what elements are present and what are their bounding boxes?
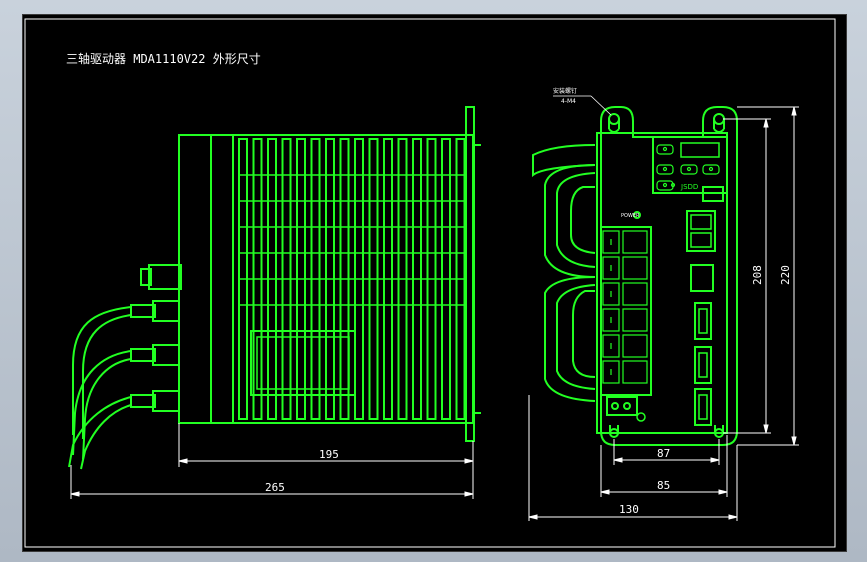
panel-button: [656, 180, 674, 191]
dim-front-85: 85: [657, 479, 670, 492]
dim-front-130: 130: [619, 503, 639, 516]
panel-button: [656, 164, 674, 175]
terminal-cell-right: [622, 256, 648, 280]
dim-side-265: 265: [265, 481, 285, 494]
panel-button-dot: [670, 182, 676, 188]
dim-front-220: 220: [779, 265, 792, 285]
side-view-dimensions: [70, 423, 474, 499]
drawing-title: 三轴驱动器 MDA1110V22 外形尺寸: [66, 51, 261, 66]
terminal-cell-left: [602, 360, 620, 384]
side-view-connector-top: [148, 264, 182, 290]
side-view: [140, 106, 481, 442]
terminal-cell-left: [602, 282, 620, 306]
front-view-plate: [600, 106, 738, 446]
terminal-cell-left: [602, 256, 620, 280]
panel-buttons: [656, 144, 720, 191]
dim-front-208: 208: [751, 265, 764, 285]
side-view-fins: [238, 138, 467, 420]
terminal-cell-right: [622, 334, 648, 358]
panel-button-dot: [662, 146, 668, 152]
terminal-cells: [602, 230, 648, 384]
cable-profile-1: [532, 144, 596, 178]
front-view-dimensions: [528, 106, 799, 521]
terminal-cell-left: [602, 230, 620, 254]
display-screen: [680, 142, 720, 158]
power-led: [633, 211, 641, 219]
mount-note-line2: 4-M4: [561, 98, 576, 105]
terminal-cell-right: [622, 230, 648, 254]
mount-note-line1: 安装螺钉: [553, 87, 577, 95]
panel-button: [702, 164, 720, 175]
panel-button-dot: [662, 182, 668, 188]
motor-connector-2: [694, 346, 712, 384]
panel-button-dot: [662, 166, 668, 172]
terminal-cell-left: [602, 308, 620, 332]
terminal-block: [600, 226, 652, 396]
terminal-cell-left: [602, 334, 620, 358]
mount-hole-tl: [608, 113, 620, 125]
panel-button: [680, 164, 698, 175]
drawing-svg: 三轴驱动器 MDA1110V22 外形尺寸: [24, 18, 836, 548]
side-view-flange: [465, 106, 475, 442]
ground-symbol: [636, 412, 646, 422]
dim-front-87: 87: [657, 447, 670, 460]
front-view: [532, 106, 738, 446]
network-ports: [686, 210, 716, 252]
drawing-canvas[interactable]: 三轴驱动器 MDA1110V22 外形尺寸: [22, 14, 847, 552]
mount-hole-tr: [713, 113, 725, 125]
power-label: POWER: [621, 213, 640, 219]
motor-connector-1: [694, 302, 712, 340]
side-view-cables: [68, 300, 180, 470]
connector-top-right: [702, 186, 724, 202]
terminal-cell-right: [622, 360, 648, 384]
side-view-window: [250, 330, 356, 396]
panel-button: [656, 144, 674, 155]
io-connector: [690, 264, 714, 292]
terminal-cell-right: [622, 308, 648, 332]
terminal-cell-right: [622, 282, 648, 306]
dim-side-195: 195: [319, 448, 339, 461]
motor-connector-3: [694, 388, 712, 426]
drawing-border: [24, 18, 836, 548]
brand-label: JSDD: [680, 183, 698, 191]
panel-button-dot: [708, 166, 714, 172]
ground-terminal: [606, 396, 638, 416]
panel-button-dot: [686, 166, 692, 172]
